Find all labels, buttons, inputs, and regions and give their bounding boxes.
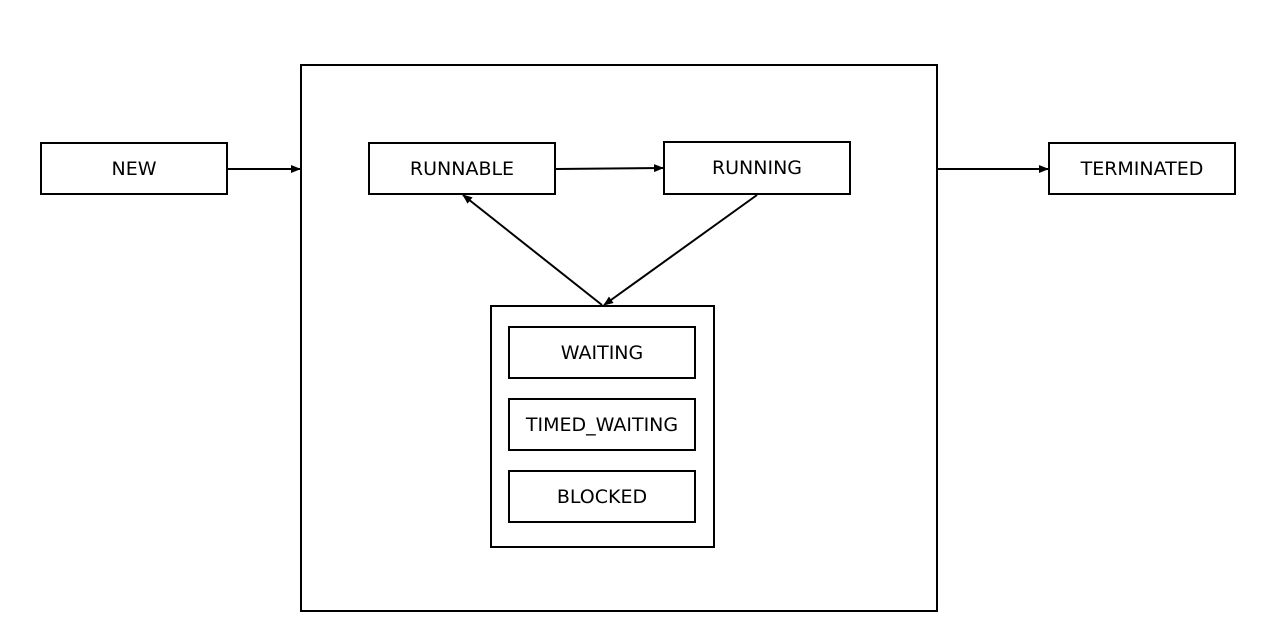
state-timed-waiting-label: TIMED_WAITING: [525, 413, 679, 436]
state-terminated-label: TERMINATED: [1080, 157, 1204, 180]
state-blocked-label: BLOCKED: [556, 485, 648, 508]
state-waiting-label: WAITING: [560, 341, 644, 364]
state-timed-waiting: TIMED_WAITING: [508, 398, 696, 451]
state-running: RUNNING: [663, 141, 851, 195]
state-blocked: BLOCKED: [508, 470, 696, 523]
state-terminated: TERMINATED: [1048, 142, 1236, 195]
state-runnable: RUNNABLE: [368, 142, 556, 195]
state-waiting: WAITING: [508, 326, 696, 379]
waiting-states-group: [490, 305, 715, 548]
state-runnable-label: RUNNABLE: [409, 157, 515, 180]
state-running-label: RUNNING: [711, 157, 803, 179]
state-new-label: NEW: [111, 157, 157, 180]
state-new: NEW: [40, 142, 228, 195]
alive-states-group: [300, 64, 938, 612]
